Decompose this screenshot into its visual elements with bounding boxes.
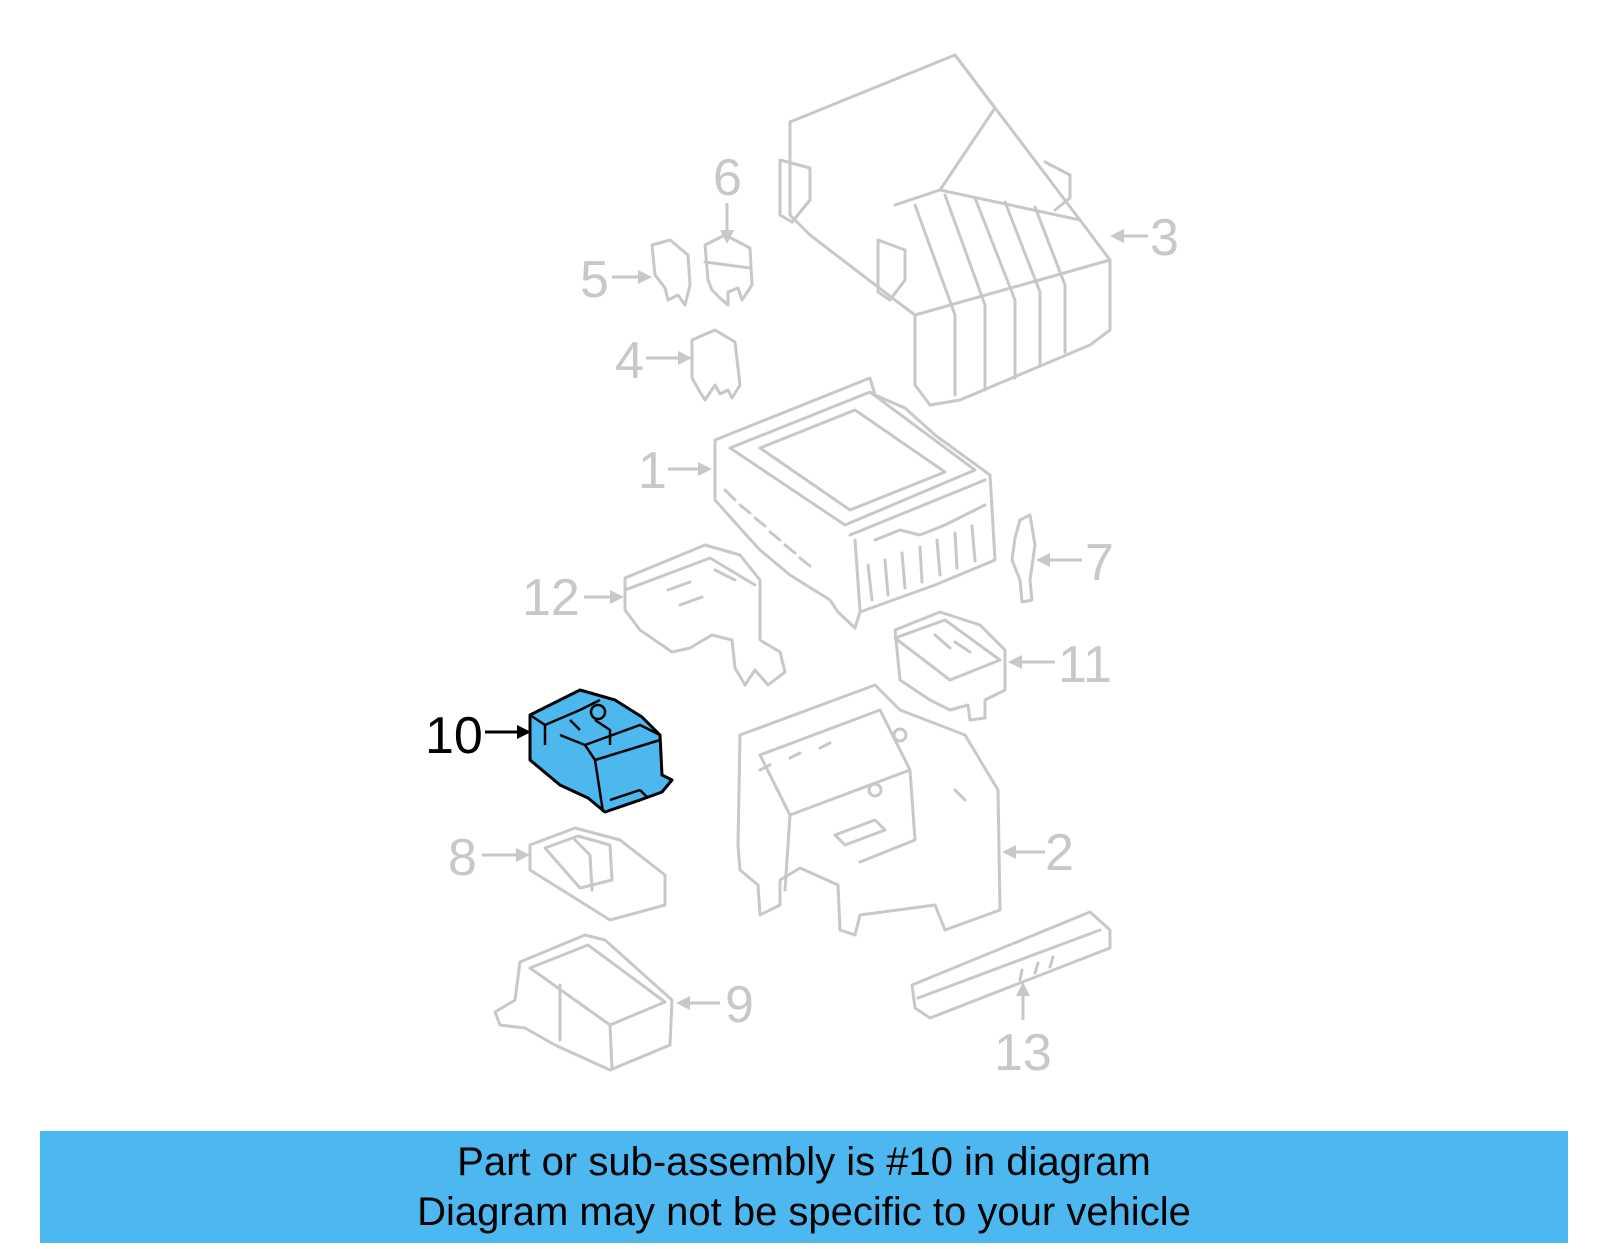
svg-text:9: 9 [725, 976, 754, 1034]
svg-text:10: 10 [425, 707, 483, 765]
callout-13: 13 [994, 982, 1052, 1082]
part-6-fuse [703, 233, 754, 307]
part-10-module[interactable] [528, 688, 674, 814]
callout-7: 7 [1036, 534, 1114, 592]
part-11-block [893, 610, 1007, 722]
svg-text:6: 6 [713, 149, 742, 207]
callout-2: 2 [1002, 824, 1074, 882]
svg-text:12: 12 [522, 569, 580, 627]
svg-text:1: 1 [638, 442, 667, 500]
part-13-strip [910, 910, 1112, 1020]
callout-4: 4 [615, 332, 692, 390]
svg-text:13: 13 [994, 1024, 1052, 1082]
part-4-relay [690, 328, 742, 402]
banner-line-part: Part or sub-assembly is #10 in diagram [457, 1140, 1151, 1184]
svg-text:4: 4 [615, 332, 644, 390]
part-8-holder [528, 826, 667, 922]
callout-6: 6 [713, 149, 742, 244]
svg-text:7: 7 [1085, 534, 1114, 592]
callout-3: 3 [1110, 209, 1179, 267]
callout-1: 1 [638, 442, 712, 500]
part-1-fuse-box [713, 376, 997, 630]
banner-line-disclaimer: Diagram may not be specific to your vehi… [417, 1190, 1191, 1234]
callout-8: 8 [448, 829, 530, 887]
svg-text:11: 11 [1058, 636, 1112, 694]
part-2-tray [736, 683, 1002, 937]
callout-10: 10 [425, 707, 531, 765]
callout-5: 5 [580, 251, 652, 309]
svg-text:8: 8 [448, 829, 477, 887]
part-12-block [623, 543, 787, 687]
parts-diagram: 1 2 3 4 5 6 7 8 9 10 [425, 53, 1179, 1082]
svg-text:5: 5 [580, 251, 609, 309]
part-7-fuse [1010, 513, 1037, 604]
callout-12: 12 [522, 569, 624, 627]
callout-11: 11 [1008, 636, 1112, 694]
info-banner: Part or sub-assembly is #10 in diagram D… [40, 1131, 1568, 1243]
svg-text:3: 3 [1150, 209, 1179, 267]
part-3-cover [778, 53, 1112, 407]
callout-9: 9 [676, 976, 754, 1034]
part-9-tray [493, 933, 674, 1072]
part-5-fuse [650, 238, 692, 307]
svg-text:2: 2 [1045, 824, 1074, 882]
